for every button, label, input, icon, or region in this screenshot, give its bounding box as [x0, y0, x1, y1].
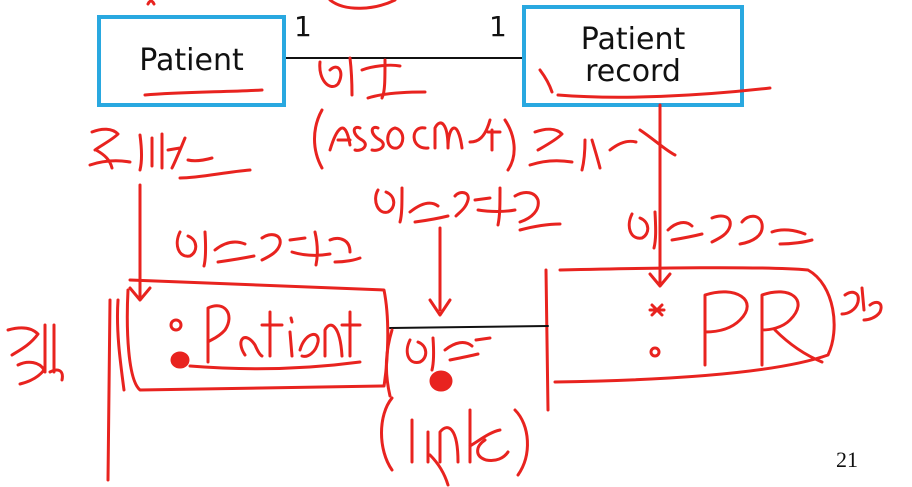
- multiplicity-left: 1: [294, 10, 312, 43]
- ink-pr-left-line: [544, 268, 550, 412]
- page-number: 21: [836, 447, 858, 472]
- multiplicity-right: 1: [489, 10, 507, 43]
- ink-patient-object-text: [188, 304, 362, 371]
- ink-left-vline: [106, 298, 112, 482]
- ink-underline-record: [556, 86, 772, 99]
- ink-link-under-line: [428, 453, 450, 487]
- ink-top-scribble: [146, 0, 397, 10]
- entity-label-patient-record: Patient record: [581, 24, 685, 88]
- ink-object-box-patient: [125, 278, 390, 392]
- ink-link-bracket-left: [384, 328, 394, 398]
- ink-hangul-class-right: [528, 127, 677, 172]
- ink-link-paren-close: [513, 408, 529, 477]
- ink-box-brace-left: [115, 298, 126, 392]
- ink-link-letters: [410, 408, 510, 464]
- ink-assoc-letters: [328, 118, 502, 152]
- entity-label-patient: Patient: [139, 43, 244, 78]
- entity-label-line-2: record: [585, 54, 681, 89]
- ink-patient-dot-1: [169, 318, 183, 332]
- ink-patient-dot-2: [170, 351, 190, 369]
- ink-hangul-association: [318, 56, 427, 100]
- association-line: [286, 57, 522, 59]
- ink-object-box-pr: [553, 266, 836, 384]
- entity-label-line-1: Patient: [580, 22, 686, 57]
- ink-arrow-right-head: [648, 272, 672, 288]
- ink-arrow-left-head: [128, 286, 152, 302]
- ink-link-line: [389, 325, 549, 329]
- ink-pr-dot: [649, 346, 661, 358]
- ink-link-paren-open: [380, 396, 394, 472]
- ink-link-dot: [429, 370, 453, 392]
- ink-pr-text: [703, 290, 824, 367]
- ink-hangul-class-left: [88, 127, 252, 180]
- ink-arrow-mid-head: [428, 298, 452, 317]
- ink-hangul-instance-right: [627, 210, 814, 250]
- ink-hangul-link: [405, 336, 492, 372]
- ink-arrow-stroke: [538, 68, 554, 94]
- ink-right-note: [840, 286, 883, 322]
- ink-hangul-instance-mid: [374, 186, 562, 232]
- ink-left-note: [6, 323, 64, 386]
- ink-assoc-paren-open: [313, 108, 324, 170]
- ink-assoc-paren-close: [503, 118, 516, 172]
- ink-pr-star: [648, 303, 666, 317]
- ink-hangul-instance-left: [175, 230, 362, 268]
- entity-box-patient-record: Patient record: [522, 5, 744, 107]
- ink-underline-patient: [143, 88, 264, 97]
